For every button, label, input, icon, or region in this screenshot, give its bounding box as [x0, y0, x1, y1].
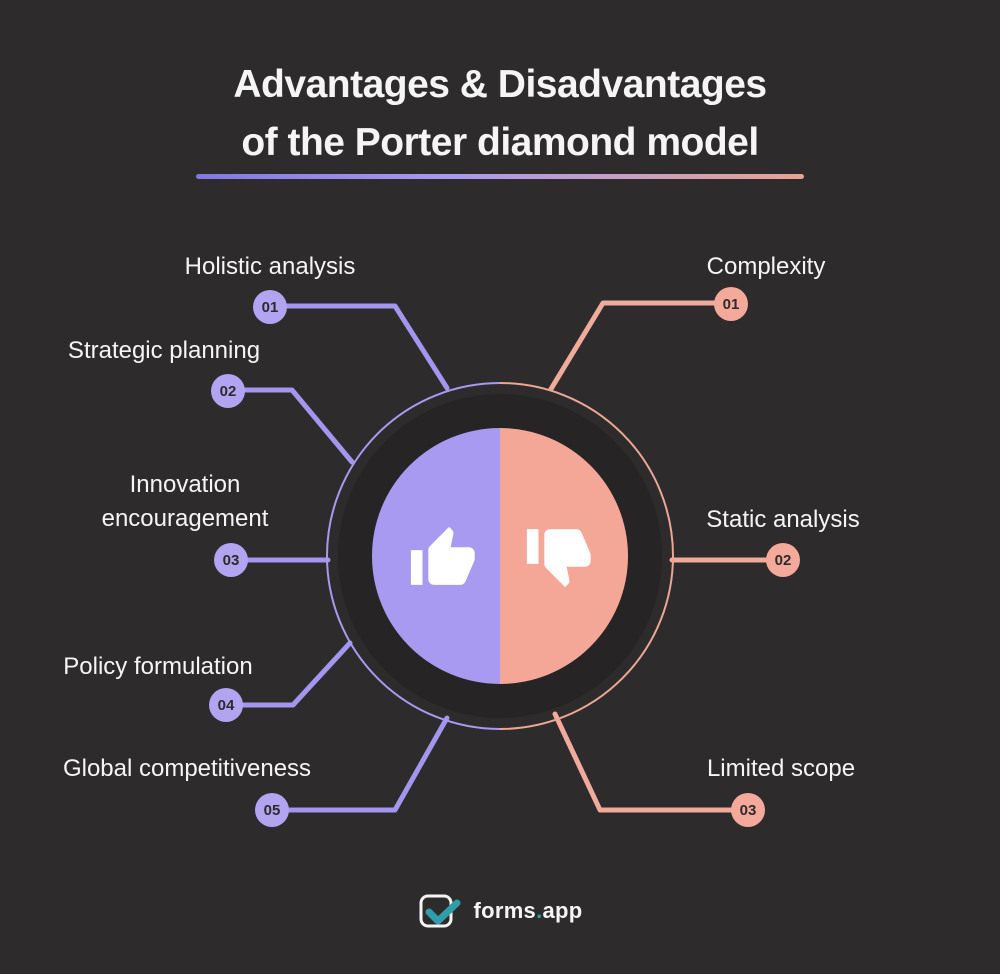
disadvantage-label-1: Complexity	[706, 253, 826, 280]
connector-advantage-2	[225, 387, 355, 465]
brand-wordmark: forms.app	[473, 898, 582, 924]
brand-dot: .	[536, 898, 543, 923]
title-underline	[196, 174, 804, 179]
advantage-badge-1: 01	[253, 290, 287, 324]
advantage-badge-2: 02	[211, 374, 245, 408]
thumbs-up-icon	[410, 526, 475, 585]
advantage-label-2: Strategic planning	[67, 337, 261, 364]
brand-app: app	[542, 898, 583, 923]
advantage-badge-5: 05	[255, 793, 289, 827]
brand-logo: forms.app	[0, 886, 1000, 936]
forms-app-logo-icon	[417, 888, 463, 934]
brand-forms: forms	[473, 898, 537, 923]
connector-advantage-1	[267, 303, 450, 391]
connector-advantage-5	[269, 715, 450, 813]
outer-ring-right	[499, 382, 674, 730]
advantage-badge-3: 03	[214, 543, 248, 577]
connector-disadvantage-1	[548, 300, 734, 392]
disadvantage-badge-1: 01	[714, 287, 748, 321]
thumbs-down-icon	[526, 529, 591, 588]
advantage-label-5: Global competitiveness	[62, 755, 312, 782]
advantage-label-3: Innovation encouragement	[101, 471, 269, 532]
connector-disadvantage-3	[552, 711, 751, 813]
page-title-line2: of the Porter diamond model	[241, 121, 759, 164]
advantage-badge-4: 04	[209, 688, 243, 722]
disadvantage-badge-2: 02	[766, 543, 800, 577]
advantage-label-4: Policy formulation	[63, 653, 253, 680]
checkmark-icon	[425, 899, 461, 925]
outer-ring-left	[326, 382, 501, 730]
disadvantage-label-2: Static analysis	[706, 506, 860, 533]
disadvantage-label-3: Limited scope	[706, 755, 856, 782]
disadvantage-badge-3: 03	[731, 793, 765, 827]
page-title-line1: Advantages & Disadvantages	[233, 63, 767, 106]
connector-advantage-4	[223, 640, 353, 708]
advantage-label-1: Holistic analysis	[184, 253, 356, 280]
page-title: Advantages & Disadvantages of the Porter…	[0, 56, 1000, 172]
